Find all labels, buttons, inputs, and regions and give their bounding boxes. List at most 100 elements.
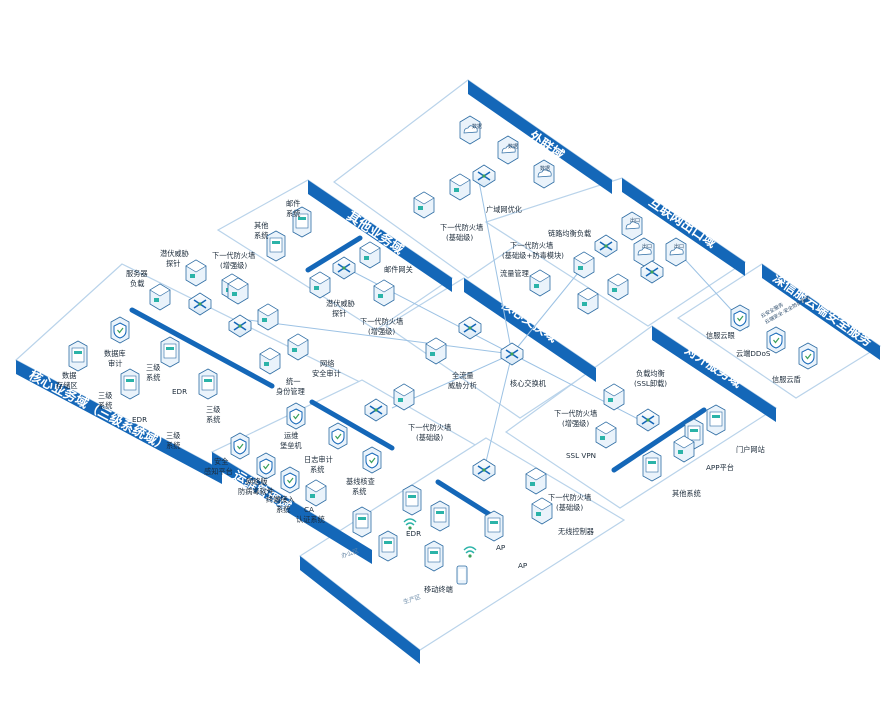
device-shield-cloud-2	[766, 326, 786, 354]
label-ngfw-ops-2: (基础级)	[416, 433, 443, 442]
label-baseline-2: 系统	[352, 487, 366, 496]
device-box-exit-2	[607, 273, 629, 301]
label-tier3-a-2: 系统	[146, 373, 160, 382]
label-tier3-c-1: 三级	[206, 405, 220, 414]
device-router-exit-2	[640, 260, 664, 284]
device-box-ta-wc	[531, 497, 553, 525]
device-box-exit-1	[573, 251, 595, 279]
label-app-platform: APP平台	[706, 463, 734, 472]
label-lb-ssl-2: (SSL卸载)	[634, 379, 667, 388]
label-cloud-eye: 信服云眼	[706, 331, 735, 340]
device-tag-exit-3: 出口	[642, 243, 652, 250]
label-threat-probe-cb-1: 潜伏威胁	[160, 249, 189, 258]
device-router-cs-1	[458, 316, 482, 340]
label-ngfw-ta-2: (基础级)	[556, 503, 583, 512]
label-ngfw-exit-1: 下一代防火墙	[510, 241, 553, 250]
device-box-es-3	[673, 435, 695, 463]
label-ngfw-ob-2: (增强级)	[220, 261, 247, 270]
device-tower-ob-2	[266, 230, 286, 262]
device-tower-ta-5	[484, 510, 504, 542]
label-log-audit-1: 日志审计	[304, 455, 333, 464]
device-wifi-ta-2	[463, 546, 477, 558]
label-threat-probe-cb-2: 探针	[166, 259, 180, 268]
label-ca-1: CA	[304, 505, 314, 514]
device-phone-ta	[456, 565, 468, 585]
device-shield-ops-1	[286, 402, 306, 430]
link-core-switch-service	[511, 353, 641, 421]
label-terminal-sys-1: 终端接入	[266, 495, 295, 504]
device-cloud-ext-3	[533, 159, 555, 189]
label-ngfw-es-2: (增强级)	[562, 419, 589, 428]
device-box-cb-3	[257, 303, 279, 331]
label-log-audit-2: 系统	[310, 465, 324, 474]
label-network-audit-2: 安全审计	[312, 369, 341, 378]
label-wan-optimization: 广域网优化	[486, 205, 522, 214]
label-edr-ta: EDR	[406, 529, 421, 538]
label-tier3-b-1: 三级	[98, 391, 112, 400]
bus-other-business	[305, 235, 363, 273]
label-situation-1: 安全	[214, 457, 229, 466]
zone-banner-core-business	[16, 360, 222, 484]
device-layer	[68, 115, 818, 585]
device-box-ops-ca	[305, 479, 327, 507]
device-cloud-exit-3	[633, 237, 655, 267]
device-box-ob-gw	[359, 241, 381, 269]
device-router-ob	[332, 256, 356, 280]
label-other-system-1: 其他	[254, 221, 268, 230]
label-portal: 门户网站	[736, 445, 765, 454]
device-box-es-lb	[636, 408, 660, 432]
label-mail-system-2: 系统	[286, 209, 300, 218]
zone-banner-internet-exit	[622, 178, 745, 276]
label-situation-2: 感知平台	[204, 467, 233, 476]
link-core-switch-other	[345, 267, 513, 355]
label-terminal-sys-2: 系统	[276, 505, 290, 514]
label-ssl-vpn: SSL VPN	[566, 451, 596, 460]
device-router-ext	[472, 164, 496, 188]
device-tower-es-2	[706, 404, 726, 436]
device-tag-ext-1: 数据	[472, 123, 482, 130]
label-tier3-d-1: 三级	[166, 431, 180, 440]
device-tower-ta-1	[352, 506, 372, 538]
device-box-es-1	[603, 383, 625, 411]
label-ngfw-basic-ext-1: 下一代防火墙	[440, 223, 483, 232]
label-tier3-a-1: 三级	[146, 363, 160, 372]
label-tier3-c-2: 系统	[206, 415, 220, 424]
device-box-cb-lb	[149, 283, 171, 311]
label-edr-a: EDR	[172, 387, 187, 396]
label-edr-b: EDR	[132, 415, 147, 424]
label-data-store-2: 存储区	[56, 381, 78, 390]
device-tag-exit-1: 出口	[630, 217, 640, 224]
device-box-exit-3	[577, 287, 599, 315]
bus-ops-management	[309, 399, 395, 451]
device-router-ops	[364, 398, 388, 422]
device-shield-ops-4	[230, 432, 250, 460]
device-router-ta	[472, 458, 496, 482]
label-identity-mgmt-1: 统一	[286, 377, 300, 386]
label-server-lb-1: 服务器	[126, 269, 148, 278]
device-shield-cb	[110, 316, 130, 344]
device-tag-ext-2: 数据	[508, 143, 518, 150]
label-threat-probe-ob-2: 探针	[332, 309, 346, 318]
label-ngfw-ob2-1: 下一代防火墙	[360, 317, 403, 326]
device-tower-cb-3	[120, 368, 140, 400]
label-server-lb-2: 负载	[130, 279, 144, 288]
device-shield-ops-2	[328, 422, 348, 450]
label-full-traffic-2: 威胁分析	[448, 381, 477, 390]
label-link-load-balance: 链路均衡负载	[548, 229, 591, 238]
label-ops-bastion-1: 运维	[284, 431, 298, 440]
label-ngfw-ops-1: 下一代防火墙	[408, 423, 451, 432]
device-shield-ops-5	[256, 452, 276, 480]
device-router-cb-1	[188, 292, 212, 316]
device-shield-cloud-1	[730, 304, 750, 332]
device-box-ext-wan	[449, 173, 471, 201]
device-box-cb-4	[259, 347, 281, 375]
device-router-cb-2	[228, 314, 252, 338]
device-tower-cb-1	[68, 340, 88, 372]
label-full-traffic-1: 全流量	[452, 371, 474, 380]
link-core-switch-core-biz	[247, 319, 513, 355]
device-box-cb-fw	[227, 277, 249, 305]
label-mail-gateway: 邮件网关	[384, 265, 413, 274]
device-tower-ta-3	[402, 484, 422, 516]
label-lb-ssl-1: 负载均衡	[636, 369, 665, 378]
